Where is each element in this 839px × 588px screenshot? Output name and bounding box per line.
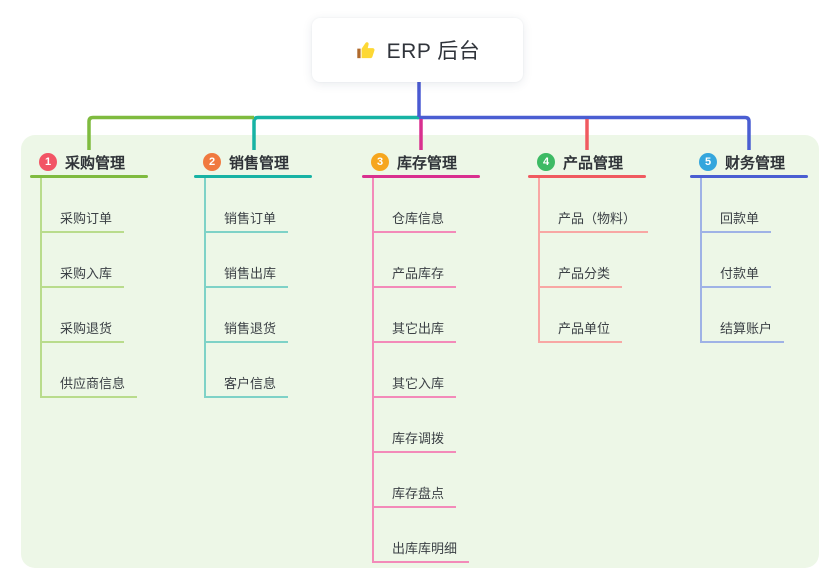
child-node[interactable]: 产品分类 <box>540 233 623 288</box>
root-title: ERP 后台 <box>386 40 481 63</box>
child-node[interactable]: 供应商信息 <box>42 343 138 398</box>
child-node[interactable]: 采购订单 <box>42 178 125 233</box>
child-label: 库存调拨 <box>392 431 445 446</box>
thumbs-up-icon <box>355 39 377 61</box>
child-node[interactable]: 回款单 <box>702 178 772 233</box>
child-node[interactable]: 采购入库 <box>42 233 125 288</box>
branch-3: 3 库存管理仓库信息产品库存其它出库其它入库库存调拨库存盘点出库库明细 <box>362 149 480 563</box>
branch-children: 产品（物料） 产品分类产品单位 <box>538 178 649 343</box>
branch-children: 回款单付款单结算账户 <box>700 178 785 343</box>
child-node[interactable]: 其它入库 <box>374 343 457 398</box>
branch-title: 采购管理 <box>65 154 126 172</box>
child-label: 产品库存 <box>392 266 445 281</box>
child-label: 产品分类 <box>558 266 611 281</box>
branch-children: 采购订单采购入库采购退货供应商信息 <box>40 178 138 398</box>
branch-children: 仓库信息产品库存其它出库其它入库库存调拨库存盘点出库库明细 <box>372 178 470 563</box>
branch-underline <box>362 175 480 178</box>
branch-number-badge: 1 <box>39 153 57 171</box>
child-node[interactable]: 产品（物料） <box>540 178 649 233</box>
mindmap-panel <box>21 135 819 568</box>
branch-title: 产品管理 <box>563 154 624 172</box>
child-node[interactable]: 客户信息 <box>206 343 289 398</box>
child-label: 回款单 <box>720 211 760 226</box>
child-label: 仓库信息 <box>392 211 445 226</box>
branch-header[interactable]: 2 销售管理 <box>194 149 312 175</box>
child-label: 销售出库 <box>224 266 277 281</box>
child-node[interactable]: 付款单 <box>702 233 772 288</box>
branch-4: 4 产品管理产品（物料） 产品分类产品单位 <box>528 149 649 343</box>
child-node[interactable]: 采购退货 <box>42 288 125 343</box>
child-label: 出库库明细 <box>392 541 458 556</box>
child-node[interactable]: 销售退货 <box>206 288 289 343</box>
branch-header[interactable]: 1 采购管理 <box>30 149 148 175</box>
branch-header[interactable]: 3 库存管理 <box>362 149 480 175</box>
root-node[interactable]: ERP 后台 <box>312 18 523 82</box>
branch-number-badge: 3 <box>371 153 389 171</box>
child-label: 其它出库 <box>392 321 445 336</box>
child-node[interactable]: 产品单位 <box>540 288 623 343</box>
branch-header[interactable]: 5 财务管理 <box>690 149 808 175</box>
branch-underline <box>194 175 312 178</box>
child-node[interactable]: 产品库存 <box>374 233 457 288</box>
child-label: 销售订单 <box>224 211 277 226</box>
branch-title: 财务管理 <box>725 154 786 172</box>
child-node[interactable]: 库存盘点 <box>374 453 457 508</box>
child-label: 采购订单 <box>60 211 113 226</box>
branch-title: 库存管理 <box>397 154 458 172</box>
child-node[interactable]: 其它出库 <box>374 288 457 343</box>
branch-number-badge: 4 <box>537 153 555 171</box>
branch-number-badge: 2 <box>203 153 221 171</box>
child-label: 结算账户 <box>720 321 773 336</box>
child-label: 供应商信息 <box>60 376 126 391</box>
child-label: 采购入库 <box>60 266 113 281</box>
child-node[interactable]: 销售订单 <box>206 178 289 233</box>
branch-2: 2 销售管理销售订单销售出库销售退货客户信息 <box>194 149 312 398</box>
branch-underline <box>528 175 646 178</box>
child-label: 采购退货 <box>60 321 113 336</box>
child-label: 产品单位 <box>558 321 611 336</box>
child-label: 库存盘点 <box>392 486 445 501</box>
child-node[interactable]: 销售出库 <box>206 233 289 288</box>
branch-5: 5 财务管理回款单付款单结算账户 <box>690 149 808 343</box>
child-label: 付款单 <box>720 266 760 281</box>
child-label: 其它入库 <box>392 376 445 391</box>
child-node[interactable]: 库存调拨 <box>374 398 457 453</box>
child-node[interactable]: 出库库明细 <box>374 508 470 563</box>
branch-underline <box>690 175 808 178</box>
branch-children: 销售订单销售出库销售退货客户信息 <box>204 178 289 398</box>
child-node[interactable]: 仓库信息 <box>374 178 457 233</box>
branch-underline <box>30 175 148 178</box>
branch-number-badge: 5 <box>699 153 717 171</box>
child-node[interactable]: 结算账户 <box>702 288 785 343</box>
branch-1: 1 采购管理采购订单采购入库采购退货供应商信息 <box>30 149 148 398</box>
branch-header[interactable]: 4 产品管理 <box>528 149 646 175</box>
child-label: 客户信息 <box>224 376 277 391</box>
child-label: 产品（物料） <box>558 211 637 226</box>
child-label: 销售退货 <box>224 321 277 336</box>
branch-title: 销售管理 <box>229 154 290 172</box>
